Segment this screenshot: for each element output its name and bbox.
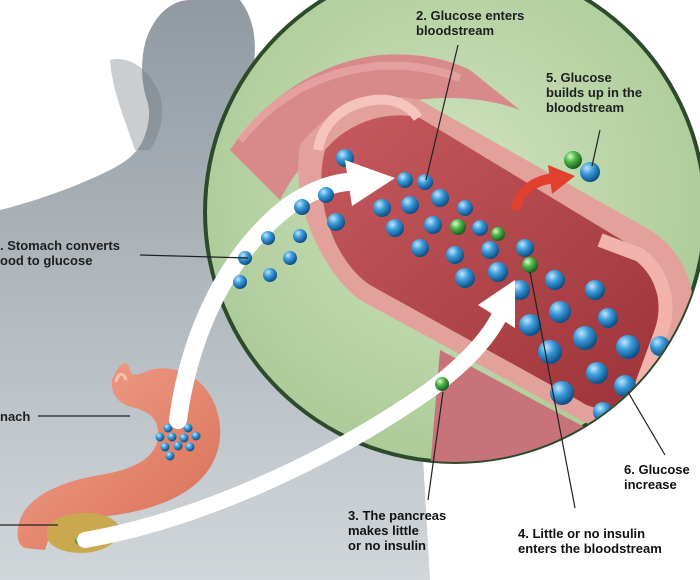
label-stomach-converts: . Stomach converts ood to glucose <box>0 238 120 268</box>
label-glucose-enters: 2. Glucose enters bloodstream <box>416 8 525 38</box>
glucose-flow-arrow-icon <box>169 160 395 429</box>
insulin-molecules <box>450 151 582 273</box>
exit-arrow-icon <box>510 165 575 212</box>
label-glucose-increase: 6. Glucose increase <box>624 462 690 492</box>
label-pancreas: 3. The pancreas makes little or no insul… <box>348 508 447 553</box>
label-stomach: nach <box>0 409 31 424</box>
glucose-molecules <box>336 149 670 422</box>
pancreas-flow-arrow-icon <box>77 280 515 548</box>
traveling-insulin <box>435 377 449 391</box>
leader-lines <box>0 44 666 526</box>
label-insulin-enters: 4. Little or no insulin enters the blood… <box>518 526 662 556</box>
label-builds-up: 5. Glucose builds up in the bloodstream <box>546 70 643 115</box>
